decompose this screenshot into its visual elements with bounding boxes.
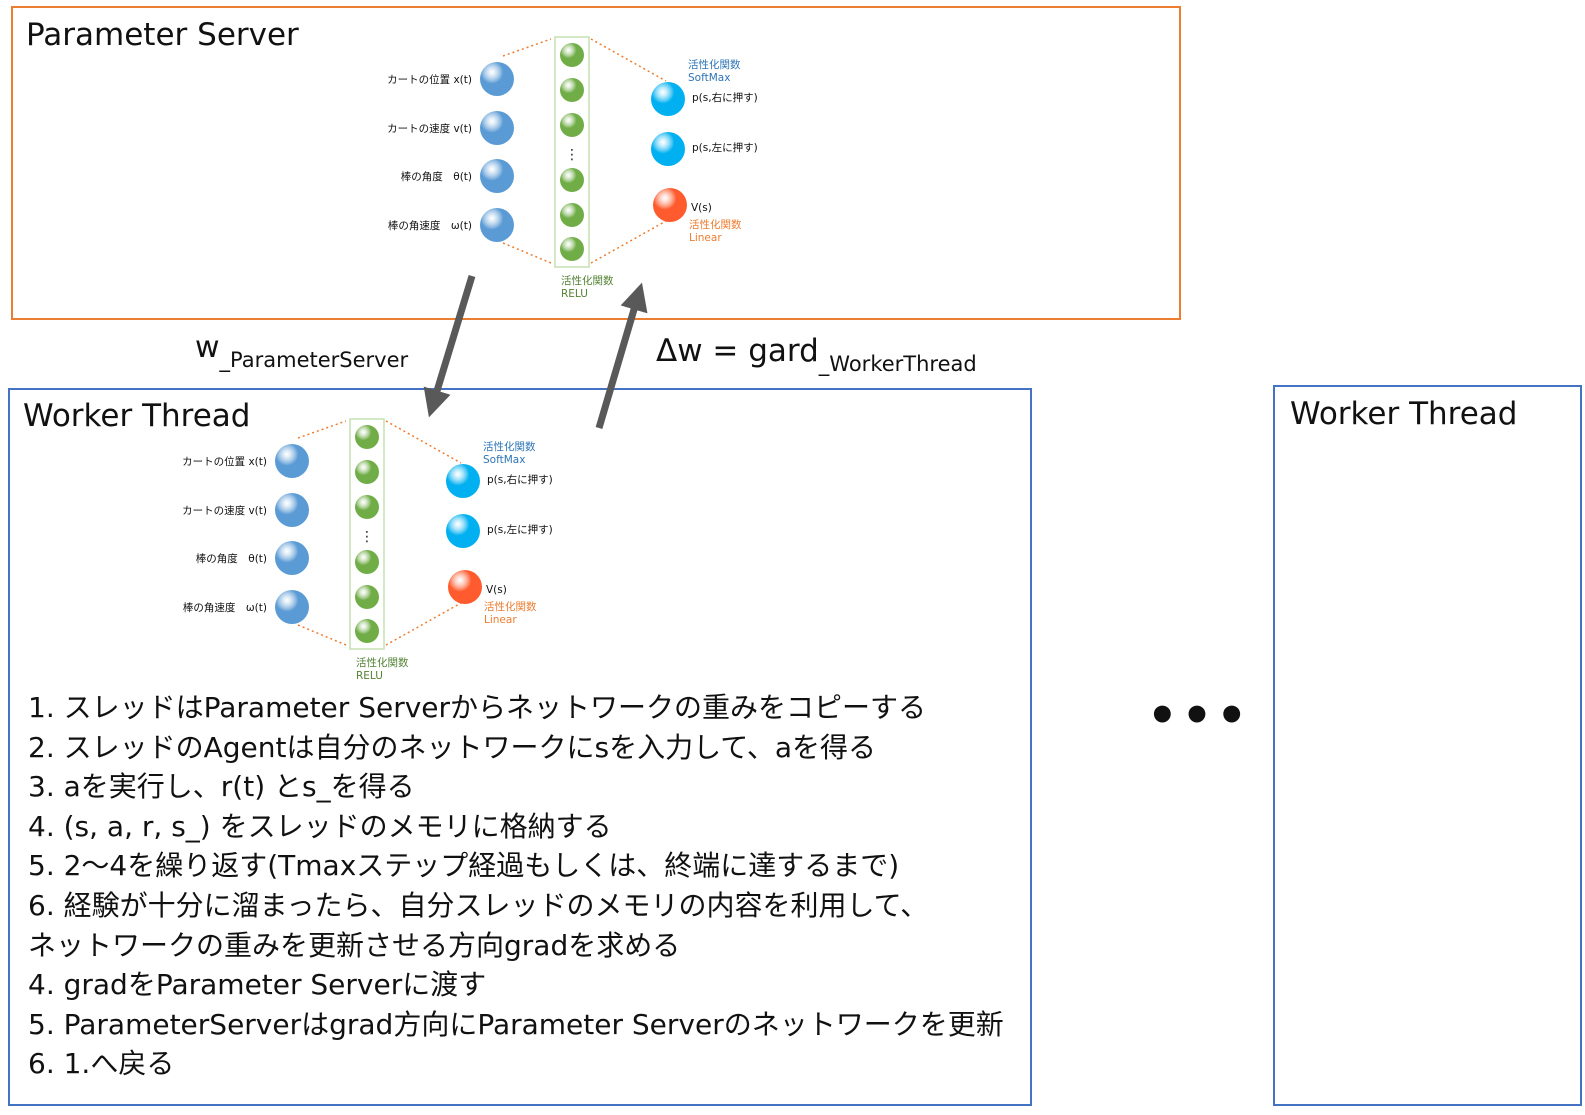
worker-thread-title: Worker Thread — [23, 398, 251, 434]
hidden-node — [355, 495, 379, 519]
weights-label-sub: _ParameterServer — [219, 348, 409, 372]
weights-label: w_ParameterServer — [195, 330, 408, 372]
worker-thread-2-title: Worker Thread — [1290, 396, 1518, 432]
algorithm-steps: 1. スレッドはParameter Serverからネットワークの重みをコピーす… — [28, 688, 1004, 1084]
hidden-node — [355, 619, 379, 643]
hidden-ellipsis: ⋮ — [565, 147, 579, 163]
hidden-node — [560, 168, 584, 192]
step-item: ネットワークの重みを更新させる方向gradを求める — [28, 928, 681, 962]
policy-output-label: p(s,右に押す) — [487, 473, 553, 486]
weights-down-arrow — [423, 274, 476, 418]
relu-activation-name: RELU — [561, 288, 588, 300]
worker-thread-box — [8, 388, 1032, 1106]
hidden-layer-frame — [349, 418, 385, 650]
softmax-activation-label: 活性化関数 — [483, 440, 536, 453]
linear-activation-name: Linear — [484, 614, 517, 626]
hidden-node — [560, 43, 584, 67]
input-node — [275, 444, 309, 478]
hidden-node — [355, 460, 379, 484]
input-label: カートの位置 x(t) — [182, 455, 267, 468]
policy-output-node — [446, 464, 480, 498]
input-node — [275, 541, 309, 575]
gradient-label-main: Δw = gard — [656, 333, 819, 369]
step-item: 4. (s, a, r, s_) をスレッドのメモリに格納する — [28, 809, 612, 843]
connector-line — [297, 624, 347, 646]
linear-activation-label: 活性化関数 — [689, 218, 742, 231]
hidden-ellipsis: ⋮ — [360, 529, 374, 545]
gradient-up-arrow — [595, 282, 648, 429]
hidden-layer-frame — [554, 36, 590, 268]
hidden-node — [355, 550, 379, 574]
step-item: 6. 経験が十分に溜まったら、自分スレッドのメモリの内容を利用して、 — [28, 888, 929, 922]
input-node — [275, 590, 309, 624]
parameter-server-network: カートの位置 x(t) カートの速度 v(t) 棒の角度 θ(t) 棒の角速度 ω(t… — [387, 36, 758, 300]
relu-activation-label: 活性化関数 — [561, 274, 614, 287]
connector-line — [297, 420, 347, 439]
linear-activation-name: Linear — [689, 232, 722, 244]
value-output-node — [448, 570, 482, 604]
step-item: 2. スレッドのAgentは自分のネットワークにsを入力して、aを得る — [28, 730, 877, 764]
worker-thread-box-2 — [1273, 385, 1582, 1106]
step-item: 5. 2～4を繰り返す(Tmaxステップ経過もしくは、終端に達するまで) — [28, 849, 900, 883]
step-item: 1. スレッドはParameter Serverからネットワークの重みをコピーす… — [28, 691, 927, 724]
hidden-node — [560, 78, 584, 102]
connector-line — [385, 602, 462, 646]
relu-activation-name: RELU — [356, 670, 383, 682]
connector-line — [385, 420, 462, 464]
weights-label-main: w — [195, 330, 220, 365]
parameter-server-title: Parameter Server — [26, 17, 299, 53]
linear-activation-label: 活性化関数 — [484, 600, 537, 613]
softmax-activation-name: SoftMax — [688, 72, 730, 84]
hidden-node — [355, 425, 379, 449]
input-label: カートの速度 v(t) — [182, 504, 267, 517]
policy-output-label: p(s,右に押す) — [692, 91, 758, 104]
relu-activation-label: 活性化関数 — [356, 656, 409, 669]
input-node — [480, 111, 514, 145]
connector-line — [590, 38, 667, 82]
input-label: カートの位置 x(t) — [387, 73, 472, 86]
input-node — [480, 62, 514, 96]
policy-output-node — [446, 514, 480, 548]
input-label: 棒の角度 θ(t) — [401, 170, 472, 183]
gradient-label-sub: _WorkerThread — [818, 352, 977, 376]
softmax-activation-name: SoftMax — [483, 454, 525, 466]
hidden-node — [355, 585, 379, 609]
policy-output-node — [651, 132, 685, 166]
input-node — [480, 208, 514, 242]
more-workers-ellipsis: ••• — [1147, 688, 1252, 744]
step-item: 4. gradをParameter Serverに渡す — [28, 968, 487, 1002]
parameter-server-box — [11, 6, 1181, 320]
softmax-activation-label: 活性化関数 — [688, 58, 741, 71]
input-label: 棒の角度 θ(t) — [196, 552, 267, 565]
step-item: 5. ParameterServerはgrad方向にParameter Serv… — [28, 1007, 1004, 1041]
step-item: 3. aを実行し、r(t) とs_を得る — [28, 770, 415, 804]
input-label: カートの速度 v(t) — [387, 122, 472, 135]
policy-output-node — [651, 82, 685, 116]
hidden-node — [560, 113, 584, 137]
worker-thread-network: カートの位置 x(t) カートの速度 v(t) 棒の角度 θ(t) 棒の角速度 ω(t… — [182, 418, 553, 682]
input-label: 棒の角速度 ω(t) — [183, 601, 267, 614]
connector-line — [590, 220, 667, 264]
gradient-label: Δw = gard_WorkerThread — [656, 333, 977, 376]
policy-output-label: p(s,左に押す) — [487, 523, 553, 536]
value-output-label: V(s) — [691, 202, 712, 214]
step-item: 6. 1.へ戻る — [28, 1047, 175, 1081]
hidden-node — [560, 203, 584, 227]
input-label: 棒の角速度 ω(t) — [388, 219, 472, 232]
value-output-node — [653, 188, 687, 222]
hidden-node — [560, 237, 584, 261]
input-node — [480, 159, 514, 193]
value-output-label: V(s) — [486, 584, 507, 596]
connector-line — [502, 38, 552, 57]
input-node — [275, 493, 309, 527]
connector-line — [502, 242, 552, 264]
policy-output-label: p(s,左に押す) — [692, 141, 758, 154]
